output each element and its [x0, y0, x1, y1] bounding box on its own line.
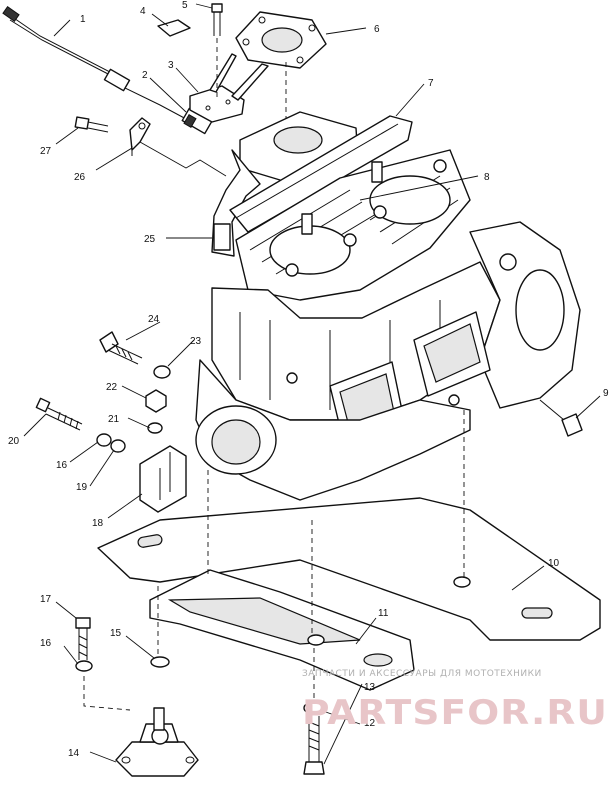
bolt-20: [35, 397, 83, 431]
callout-19: 19: [76, 482, 88, 493]
callout-16-upper: 16: [56, 460, 68, 471]
throttle-cable: [2, 6, 213, 135]
gasket-6: [235, 11, 327, 120]
engine-mount-14: [115, 707, 199, 777]
callout-15: 15: [110, 628, 122, 639]
cable-bracket: [189, 53, 269, 123]
bolt-24: [99, 331, 143, 365]
bolt-13: [303, 716, 325, 775]
washer-12: [303, 701, 325, 715]
watermark-logo: PARTSFOR.RU: [302, 693, 608, 733]
bolt-17: [75, 617, 91, 660]
bracket-18: [139, 445, 187, 513]
leader-lines: [23, 3, 601, 765]
bolt-27: [74, 116, 109, 133]
callout-1: 1: [80, 14, 86, 25]
callout-10: 10: [548, 558, 560, 569]
washer-15: [150, 656, 170, 668]
watermark-tagline: ЗАПЧАСТИ И АКСЕССУАРЫ ДЛЯ МОТОТЕХНИКИ: [302, 669, 542, 679]
washer-16-upper: [96, 433, 112, 447]
callout-17: 17: [40, 594, 52, 605]
callout-9: 9: [603, 388, 609, 399]
washer-23: [153, 365, 171, 379]
callout-23: 23: [190, 336, 202, 347]
callout-11: 11: [378, 608, 389, 619]
callout-labels: 1 2 3 4 5 6 7 8 9 10 11 12 13 14 15 16 1…: [8, 0, 609, 759]
callout-18: 18: [92, 518, 104, 529]
mounting-rail-10: [97, 497, 601, 641]
callout-12: 12: [364, 718, 376, 729]
callout-8: 8: [484, 172, 490, 183]
bolt-9: [539, 399, 583, 437]
callout-2: 2: [142, 70, 148, 81]
callout-27: 27: [40, 146, 52, 157]
bracket-26: [129, 117, 227, 177]
mounting-rail-11: [149, 569, 415, 691]
callout-13: 13: [364, 682, 376, 693]
washer-21: [147, 422, 163, 434]
callout-21: 21: [108, 414, 120, 425]
mount-line-6: [83, 676, 131, 711]
callout-4: 4: [140, 6, 146, 17]
callout-20: 20: [8, 436, 20, 447]
callout-25: 25: [144, 234, 156, 245]
callout-22: 22: [106, 382, 118, 393]
callout-24: 24: [148, 314, 160, 325]
nut-22: [145, 389, 167, 413]
callout-3: 3: [168, 60, 174, 71]
watermark: ЗАПЧАСТИ И АКСЕССУАРЫ ДЛЯ МОТОТЕХНИКИ PA…: [302, 669, 608, 733]
washer-16-lower: [75, 660, 93, 672]
callout-26: 26: [74, 172, 86, 183]
callout-6: 6: [374, 24, 380, 35]
callout-16-lower: 16: [40, 638, 52, 649]
callout-14: 14: [68, 748, 80, 759]
engine-assembly: [195, 111, 581, 501]
callout-7: 7: [428, 78, 434, 89]
washer-19: [110, 439, 126, 453]
callout-5: 5: [182, 0, 188, 11]
